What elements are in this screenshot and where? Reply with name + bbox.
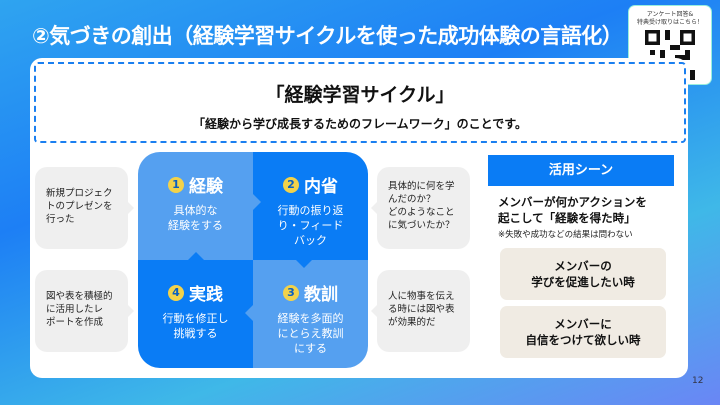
usage-scene-panel: 活用シーン メンバーが何かアクションを起こして「経験を得た時」 ※失敗や成功など… — [488, 155, 674, 240]
arrow-up-icon — [188, 244, 204, 260]
step-number-badge: 3 — [283, 284, 299, 301]
scene-box-confidence: メンバーに自信をつけて欲しい時 — [500, 306, 666, 358]
usage-scene-text: メンバーが何かアクションを起こして「経験を得た時」 — [498, 195, 647, 225]
step-label: 実践 — [189, 285, 223, 305]
scene-box-learning: メンバーの学びを促進したい時 — [500, 248, 666, 300]
slide-title: ②気づきの創出（経験学習サイクルを使った成功体験の言語化） — [32, 24, 623, 48]
qr-caption: アンケート回答&特典受け取りはこちら！ — [636, 11, 703, 26]
usage-scene-header: 活用シーン — [488, 155, 674, 186]
arrow-right-icon — [253, 194, 269, 210]
arrow-down-icon — [296, 260, 312, 276]
page-number: 12 — [692, 376, 704, 386]
definition-box: 「経験学習サイクル」 「経験から学び成長するためのフレームワーク」のことです。 — [34, 62, 686, 143]
bubble-reflection-example: 具体的に何を学んだのか？どのようなことに気づいたか？ — [371, 167, 470, 249]
step-label: 内省 — [304, 177, 338, 197]
definition-subheading: 「経験から学び成長するためのフレームワーク」のことです。 — [192, 117, 528, 131]
step-label: 経験 — [189, 177, 223, 197]
bubble-practice-example: 図や表を積極的に活用したレポートを作成 — [35, 270, 134, 352]
step-number-badge: 4 — [168, 284, 184, 301]
step-number-badge: 2 — [283, 176, 299, 193]
arrow-left-icon — [237, 305, 253, 321]
bubble-experience-example: 新規プロジェクトのプレゼンを行った — [35, 167, 134, 249]
bubble-lesson-example: 人に物事を伝える時には図や表が効果的だ — [371, 270, 470, 352]
step-label: 教訓 — [304, 285, 338, 305]
step-number-badge: 1 — [168, 176, 184, 193]
definition-heading: 「経験学習サイクル」 — [265, 84, 455, 106]
usage-scene-note: ※失敗や成功などの結果は問わない — [498, 230, 633, 240]
